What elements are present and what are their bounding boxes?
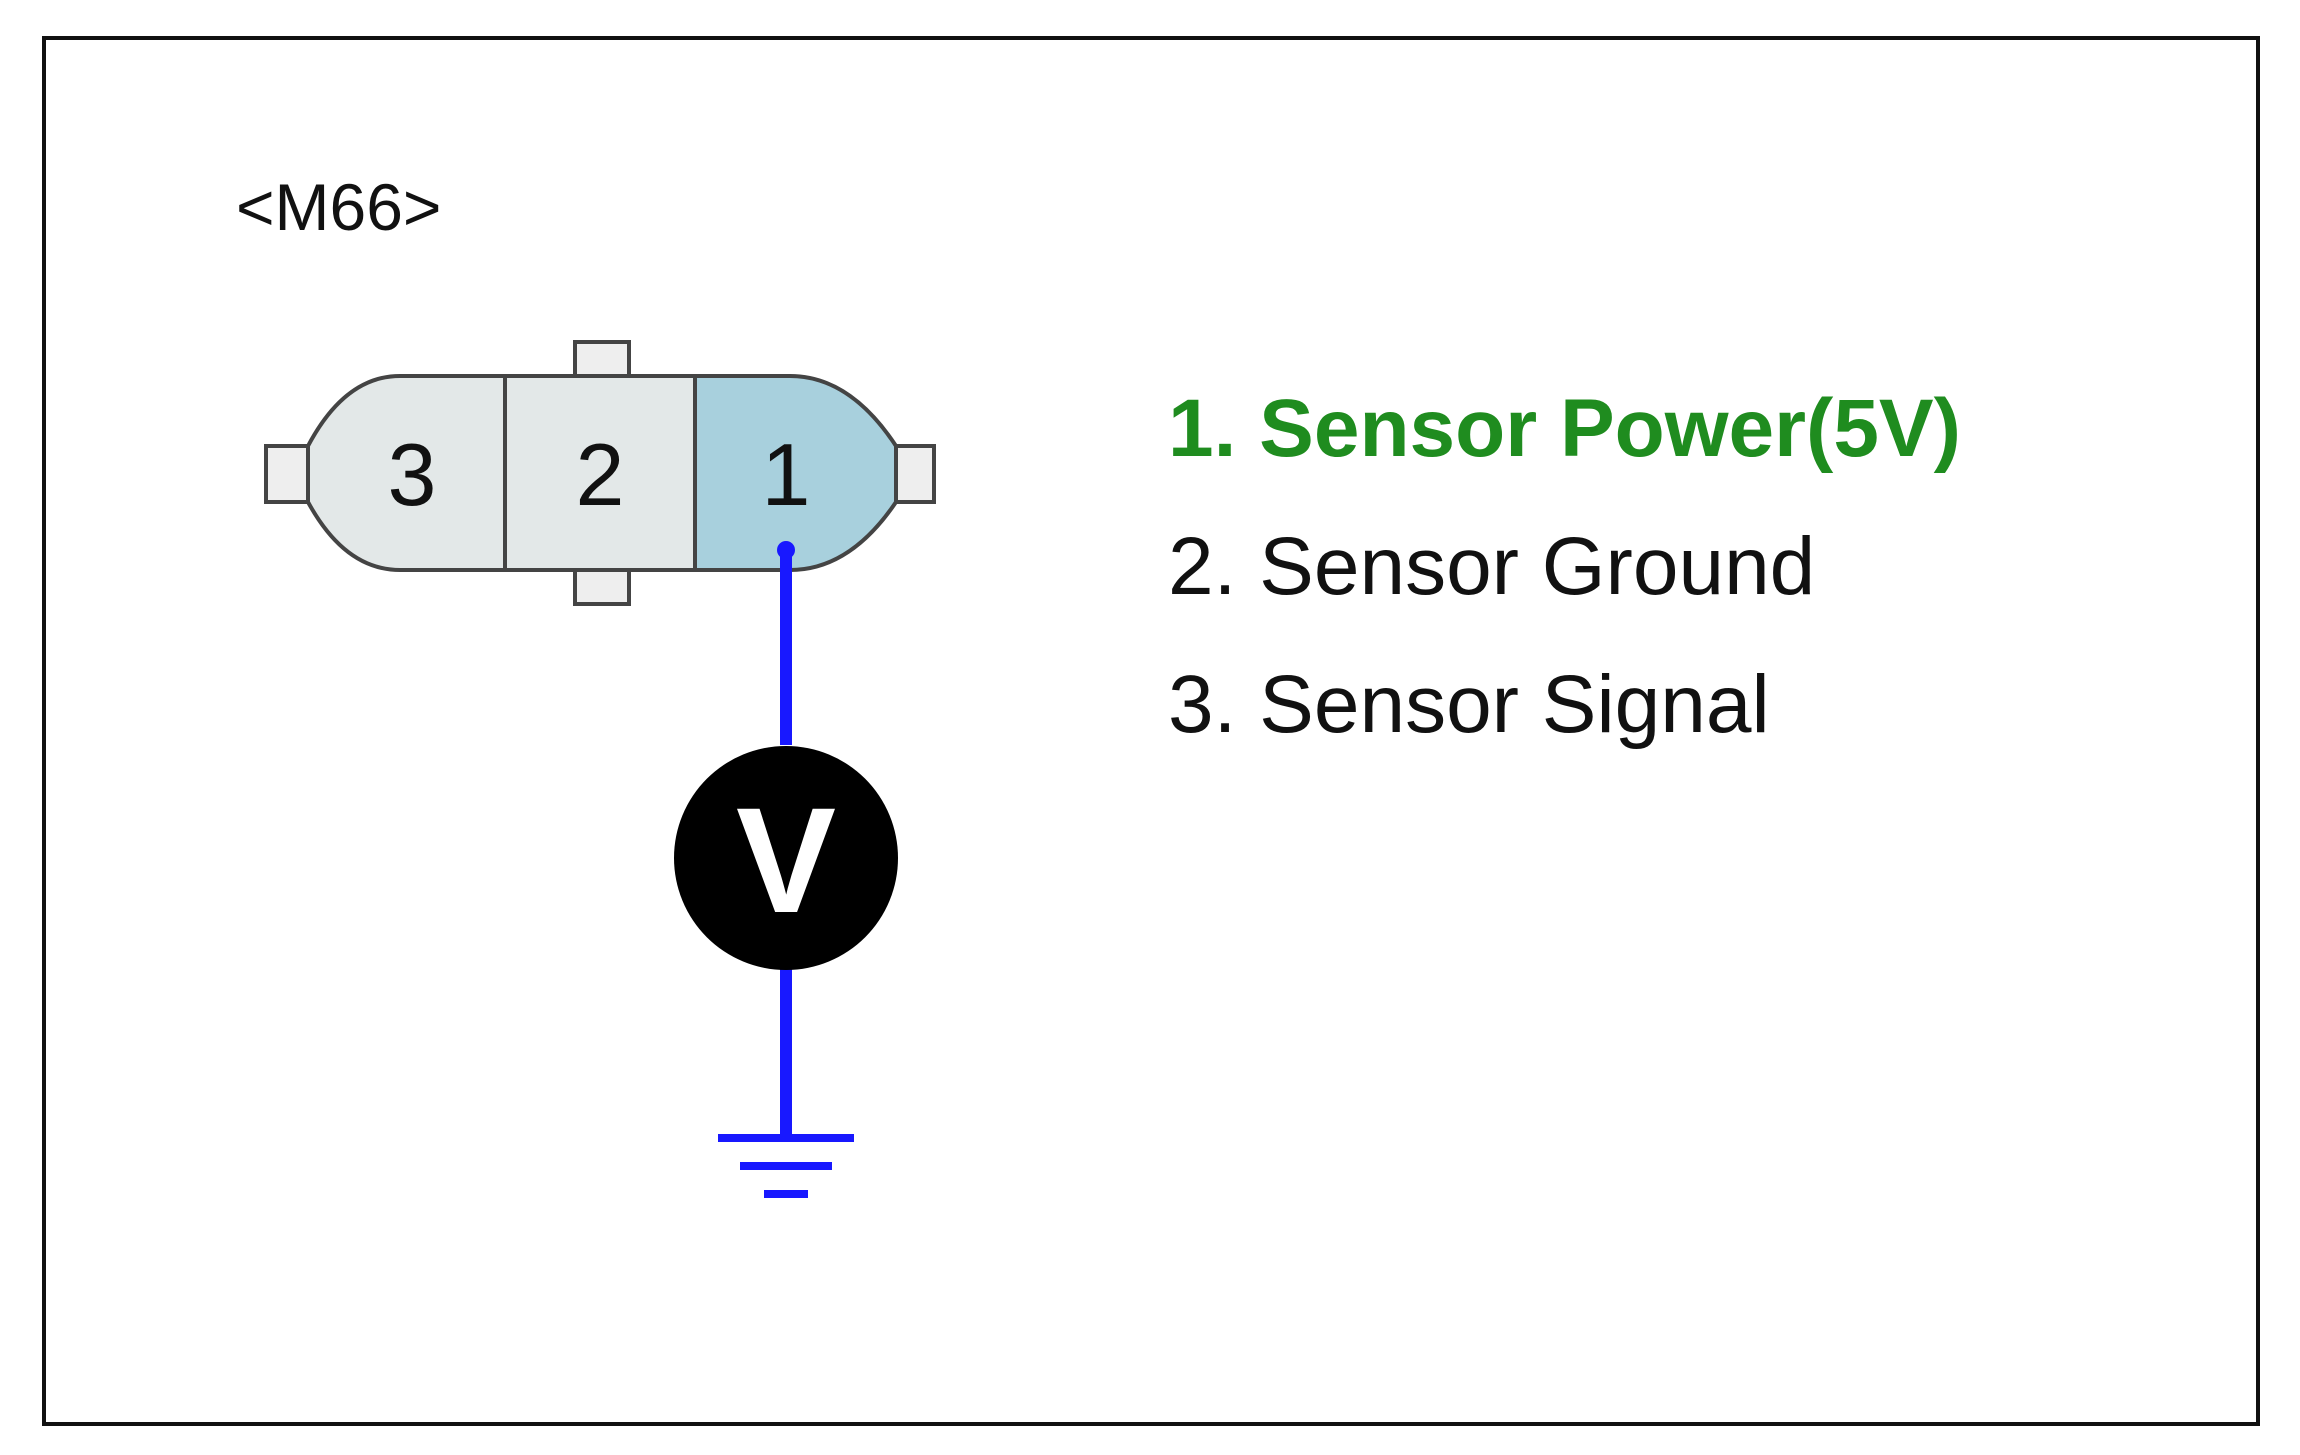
connector-left-tab xyxy=(264,444,314,504)
pin-number-3: 3 xyxy=(388,425,437,524)
connector-right-tab xyxy=(890,444,936,504)
connector-top-latch xyxy=(573,340,631,380)
voltmeter-circle xyxy=(674,746,898,970)
legend-item-pin-2: 2. Sensor Ground xyxy=(1168,521,1816,612)
connector-id-label: <M66> xyxy=(236,170,441,244)
voltmeter-symbol: V xyxy=(736,776,836,944)
pin-cell-1 xyxy=(693,374,898,572)
legend-item-pin-1: 1. Sensor Power(5V) xyxy=(1168,383,1961,474)
legend-item-pin-3: 3. Sensor Signal xyxy=(1168,659,1770,750)
diagram-frame xyxy=(42,36,2260,1426)
wire-terminal-dot xyxy=(777,541,795,559)
connector-icon: 3 2 1 xyxy=(264,340,936,606)
pin-legend: 1. Sensor Power(5V) 2. Sensor Ground 3. … xyxy=(1168,360,1961,774)
connector-bottom-latch xyxy=(573,566,631,606)
voltmeter-icon: V xyxy=(674,746,898,970)
ground-symbol-icon xyxy=(718,1134,854,1198)
pin-number-1: 1 xyxy=(762,425,811,524)
pin-cell-2 xyxy=(503,374,697,572)
pin-cell-3 xyxy=(306,374,507,572)
pin-number-2: 2 xyxy=(576,425,625,524)
